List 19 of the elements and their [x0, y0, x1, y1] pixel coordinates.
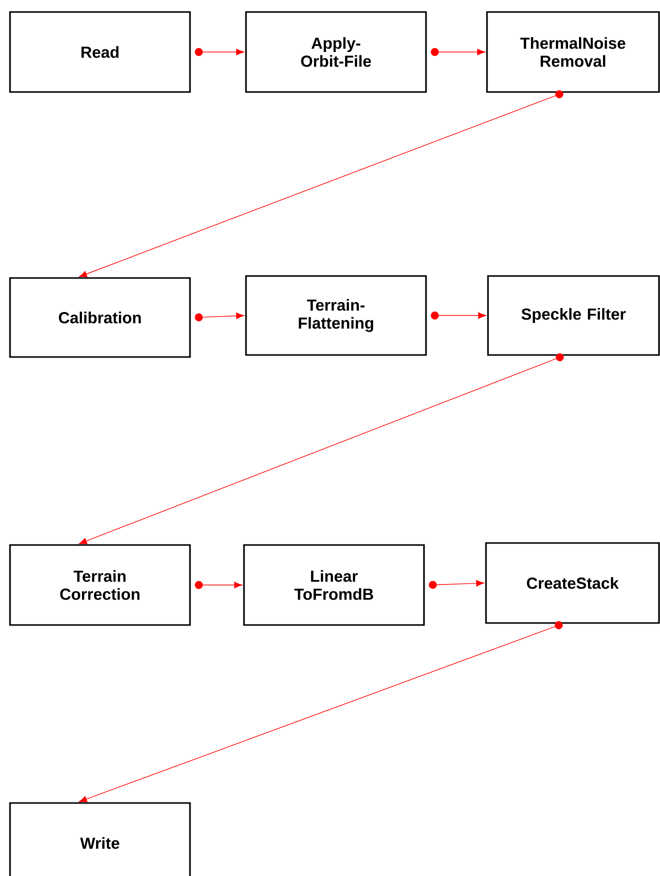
arrow	[194, 48, 244, 56]
arrow	[194, 581, 242, 589]
arrow	[430, 312, 486, 320]
arrow	[78, 90, 564, 278]
process-box: Read	[9, 11, 191, 93]
process-box: Calibration	[9, 277, 191, 358]
process-box: CreateStack	[485, 542, 660, 624]
process-box: Terrain Correction	[9, 544, 191, 626]
process-box: Speckle Filter	[487, 275, 660, 356]
arrow	[78, 621, 563, 802]
process-box: ThermalNoise Removal	[486, 11, 660, 93]
arrow	[194, 312, 244, 322]
arrow	[428, 580, 484, 589]
process-box: Linear ToFromdB	[243, 544, 425, 626]
process-box: Terrain- Flattening	[245, 275, 427, 356]
arrow	[78, 353, 564, 544]
process-box: Write	[9, 802, 191, 876]
arrow	[430, 48, 486, 56]
process-box: Apply- Orbit-File	[245, 11, 427, 93]
